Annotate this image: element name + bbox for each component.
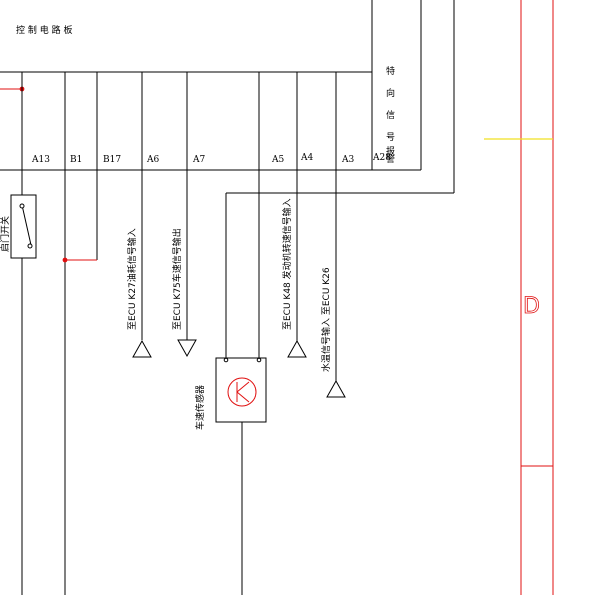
sensor-label: 车速传感器 — [194, 385, 206, 430]
pin-b17: B17 — [103, 155, 121, 165]
ground-triangle-a3 — [326, 379, 346, 398]
side-label-1: 向 — [386, 87, 395, 99]
pin-labels: A13 B1 B17 A6 A7 A5 A4 A3 A28 — [31, 153, 391, 165]
right-rail: D — [484, 0, 554, 595]
side-label-5: 警 — [386, 153, 395, 165]
side-label-2: 信 — [386, 109, 395, 121]
board-title: 控 制 电 路 板 — [16, 24, 72, 36]
signal-k27-label: 至ECU K27油耗信号输入 — [126, 228, 138, 330]
pin-a7: A7 — [192, 155, 205, 165]
pin-a5: A5 — [271, 155, 284, 165]
pin-a3: A3 — [341, 155, 354, 165]
door-switch: 启门开关 — [0, 194, 37, 595]
pin-a28: A28 — [372, 153, 391, 163]
control-board: 控 制 电 路 板 — [0, 0, 373, 73]
alarm-box: 特 向 信 号 报 警 — [371, 0, 455, 193]
pin-a13: A13 — [31, 155, 50, 165]
pin-a6: A6 — [146, 155, 159, 165]
switch-label: 启门开关 — [0, 216, 11, 252]
junction-dot-b1 — [62, 257, 68, 263]
signal-k75-label: 至ECU K75车速信号输出 — [171, 228, 183, 330]
ground-triangle-a6 — [132, 339, 152, 358]
ground-triangle-a4 — [287, 339, 307, 358]
right-marker-d: D — [523, 294, 540, 319]
pin-b1: B1 — [70, 155, 82, 165]
speed-sensor: 车速传感器 — [194, 72, 454, 595]
output-triangle-a7 — [177, 339, 197, 358]
signal-k48-label: 至ECU K48 发动机转速信号输入 — [281, 198, 293, 330]
side-label-3: 号 — [386, 132, 395, 143]
side-label-4: 报 — [386, 145, 395, 157]
signal-k26-label: 水温信号输入 至ECU K26 — [320, 267, 332, 372]
side-label-0: 特 — [386, 65, 395, 77]
pin-a4: A4 — [300, 153, 313, 163]
